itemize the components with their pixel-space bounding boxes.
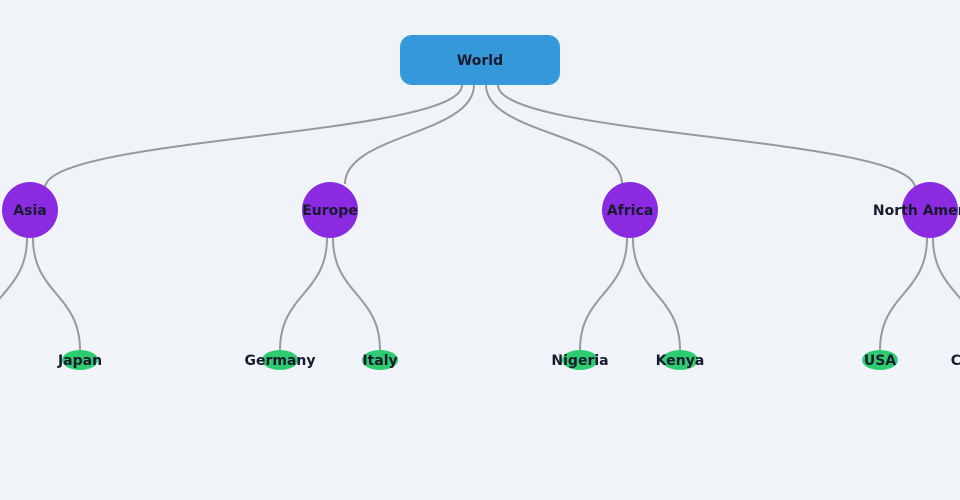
node-asia-label: Asia xyxy=(13,203,46,219)
node-nigeria-label: Nigeria xyxy=(551,353,608,369)
edge-asia-child-0 xyxy=(0,237,28,300)
node-world-label: World xyxy=(457,53,503,69)
node-italy-shape[interactable] xyxy=(362,350,398,370)
edge-world-asia xyxy=(44,84,463,189)
node-usa[interactable]: USA xyxy=(862,350,898,370)
node-europe[interactable]: Europe xyxy=(302,182,358,238)
node-asia-shape[interactable] xyxy=(2,182,58,238)
node-north-america-shape[interactable] xyxy=(902,182,958,238)
node-africa[interactable]: Africa xyxy=(602,182,658,238)
edge-north-america-child-1 xyxy=(932,237,960,300)
node-world-shape[interactable] xyxy=(400,35,560,85)
node-italy[interactable]: Italy xyxy=(362,350,398,370)
edge-africa-child-0 xyxy=(579,237,628,351)
node-usa-shape[interactable] xyxy=(862,350,898,370)
node-kenya[interactable]: Kenya xyxy=(656,350,705,370)
node-germany-shape[interactable] xyxy=(262,350,298,370)
edge-world-north-america xyxy=(497,84,916,189)
node-europe-shape[interactable] xyxy=(302,182,358,238)
node-north-america-label: North America xyxy=(873,203,960,219)
node-germany-label: Germany xyxy=(244,353,315,369)
node-north-america[interactable]: North America xyxy=(873,182,960,238)
node-kenya-label: Kenya xyxy=(656,353,705,369)
node-japan-label: Japan xyxy=(57,353,102,369)
node-africa-shape[interactable] xyxy=(602,182,658,238)
edges xyxy=(0,84,960,351)
node-africa-label: Africa xyxy=(607,203,653,219)
node-japan-shape[interactable] xyxy=(62,350,98,370)
node-japan[interactable]: Japan xyxy=(57,350,102,370)
node-europe-label: Europe xyxy=(302,203,358,219)
node-canada-label: Canada xyxy=(951,353,960,369)
node-nigeria[interactable]: Nigeria xyxy=(551,350,609,370)
node-canada[interactable]: Canada xyxy=(951,350,960,370)
edge-north-america-child-0 xyxy=(879,237,928,351)
node-italy-label: Italy xyxy=(362,353,397,369)
node-nigeria-shape[interactable] xyxy=(562,350,598,370)
edge-world-europe xyxy=(344,84,475,185)
node-world[interactable]: World xyxy=(400,35,560,85)
node-germany[interactable]: Germany xyxy=(244,350,316,370)
edge-world-africa xyxy=(485,84,623,185)
edge-europe-child-0 xyxy=(279,237,328,351)
node-kenya-shape[interactable] xyxy=(662,350,698,370)
node-asia[interactable]: Asia xyxy=(2,182,58,238)
node-usa-label: USA xyxy=(864,353,896,369)
edge-europe-child-1 xyxy=(332,237,381,351)
edge-africa-child-1 xyxy=(632,237,681,351)
edge-asia-child-1 xyxy=(32,237,81,351)
